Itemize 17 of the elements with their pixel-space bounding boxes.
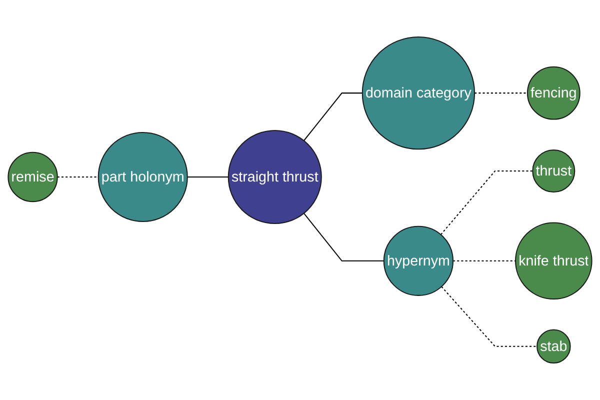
node-circle: thrust xyxy=(532,149,576,193)
node-circle: hypernym xyxy=(383,226,454,296)
connector xyxy=(304,213,384,262)
connector xyxy=(187,176,228,178)
connector xyxy=(304,92,362,141)
connector xyxy=(453,260,516,262)
connector xyxy=(441,286,538,347)
node-circle: domain category xyxy=(362,36,476,150)
node-circle: part holonym xyxy=(98,132,188,222)
connector xyxy=(57,176,98,178)
connector xyxy=(474,92,528,94)
node-circle: fencing xyxy=(526,66,580,120)
connector xyxy=(440,170,533,235)
node-circle: straight thrust xyxy=(228,130,322,224)
node-circle: stab xyxy=(536,329,571,364)
node-circle: knife thrust xyxy=(515,222,592,300)
node-circle: remise xyxy=(8,152,58,202)
